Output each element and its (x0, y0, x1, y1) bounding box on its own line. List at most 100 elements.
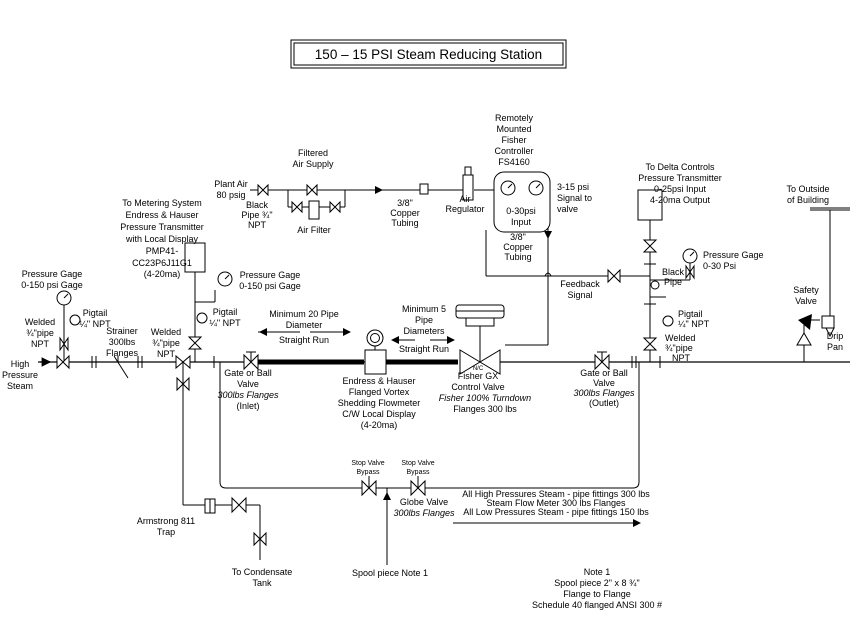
gauge-icon (217, 271, 233, 287)
svg-text:Input: Input (511, 217, 532, 227)
bypass-stop-valves (361, 476, 426, 497)
svg-text:Bypass: Bypass (407, 469, 430, 476)
svg-text:To Condensate: To Condensate (232, 567, 293, 577)
label-drip-pan: Drip Pan (827, 331, 844, 352)
svg-text:¼" NPT: ¼" NPT (79, 319, 111, 329)
label-signal: 3-15 psi Signal to valve (557, 182, 592, 214)
svg-text:CC23P6J11G1: CC23P6J11G1 (132, 258, 192, 268)
svg-text:All High Pressures Steam - pip: All High Pressures Steam - pipe fittings… (462, 489, 650, 499)
svg-text:Globe Valve: Globe Valve (400, 497, 448, 507)
piping (38, 175, 850, 565)
flanges (91, 263, 661, 368)
fisher-controller (493, 171, 551, 233)
svg-text:Stop Valve: Stop Valve (401, 460, 434, 467)
svg-text:3/8": 3/8" (510, 232, 526, 242)
label-filtered-air: Filtered Air Supply (292, 148, 334, 169)
svg-text:Flanged Vortex: Flanged Vortex (349, 387, 410, 397)
svg-text:Pressure Gage: Pressure Gage (240, 270, 301, 280)
svg-text:Shedding Flowmeter: Shedding Flowmeter (338, 398, 421, 408)
svg-text:PMP41-: PMP41- (146, 246, 179, 256)
svg-text:300lbs Flanges: 300lbs Flanges (217, 390, 279, 400)
svg-text:4-20ma Output: 4-20ma Output (650, 195, 711, 205)
label-air-regulator: Air Regulator (445, 194, 484, 214)
label-copper-right: 3/8" Copper Tubing (503, 232, 533, 262)
svg-text:Drip: Drip (827, 331, 844, 341)
svg-text:(4-20ma): (4-20ma) (144, 269, 181, 279)
svg-text:Tubing: Tubing (391, 218, 418, 228)
svg-text:Copper: Copper (503, 242, 533, 252)
svg-text:Flange to Flange: Flange to Flange (563, 589, 631, 599)
gauge-icon (56, 290, 72, 306)
label-outside: To Outside of Building (786, 184, 829, 205)
svg-text:(4-20ma): (4-20ma) (361, 420, 398, 430)
svg-text:¾"pipe: ¾"pipe (26, 328, 54, 338)
label-black-pipe: Black Pipe ¾" NPT (241, 200, 272, 230)
label-gate-outlet: Gate or Ball Valve 300lbs Flanges (Outle… (573, 368, 635, 408)
svg-text:Minimum 5: Minimum 5 (402, 304, 446, 314)
svg-text:¾"pipe: ¾"pipe (152, 338, 180, 348)
svg-text:Fisher 100% Turndown: Fisher 100% Turndown (439, 393, 531, 403)
gate-valve-outlet (594, 351, 610, 371)
fisher-control-valve (455, 304, 505, 375)
svg-text:Pressure Transmitter: Pressure Transmitter (638, 173, 722, 183)
mid-small-valves (175, 336, 203, 392)
svg-text:Safety: Safety (793, 285, 819, 295)
svg-text:Endress & Hauser: Endress & Hauser (125, 210, 198, 220)
svg-text:High: High (11, 359, 30, 369)
label-pigtail-left: Pigtail ¼" NPT (79, 308, 111, 329)
svg-text:Pigtail: Pigtail (83, 308, 108, 318)
svg-text:0-30 Psi: 0-30 Psi (703, 261, 736, 271)
svg-text:Straight Run: Straight Run (399, 344, 449, 354)
label-flowmeter: Endress & Hauser Flanged Vortex Shedding… (338, 376, 421, 430)
pressure-transmitter-delta (637, 189, 663, 221)
svg-text:0-150 psi Gage: 0-150 psi Gage (239, 281, 301, 291)
svg-text:with Local Display: with Local Display (125, 234, 199, 244)
svg-text:Filtered: Filtered (298, 148, 328, 158)
svg-text:Valve: Valve (237, 379, 259, 389)
label-safety-valve: Safety Valve (793, 285, 819, 306)
svg-text:Pipe: Pipe (664, 277, 682, 287)
svg-text:Air: Air (460, 194, 471, 204)
svg-text:Flanges: Flanges (106, 348, 139, 358)
svg-text:Bypass: Bypass (357, 469, 380, 476)
label-feedback: Feedback Signal (560, 279, 600, 300)
svg-text:Note 1: Note 1 (584, 567, 611, 577)
vortex-flowmeter (364, 329, 387, 375)
svg-text:3-15 psi: 3-15 psi (557, 182, 589, 192)
label-air-filter: Air Filter (297, 225, 331, 235)
svg-text:Pressure Gage: Pressure Gage (703, 250, 764, 260)
svg-text:Tank: Tank (252, 578, 272, 588)
svg-text:Signal to: Signal to (557, 193, 592, 203)
svg-text:Pressure Transmitter: Pressure Transmitter (120, 222, 204, 232)
svg-text:Valve: Valve (593, 378, 615, 388)
svg-text:Strainer: Strainer (106, 326, 138, 336)
svg-text:Endress & Hauser: Endress & Hauser (342, 376, 415, 386)
right-small-valves (607, 239, 695, 351)
svg-text:Steam: Steam (7, 381, 33, 391)
label-condensate: To Condensate Tank (232, 567, 293, 588)
svg-text:Diameter: Diameter (286, 320, 323, 330)
label-pigtail-mid: Pigtail ¼" NPT (209, 307, 241, 328)
svg-text:80 psig: 80 psig (216, 190, 245, 200)
svg-text:Signal: Signal (567, 290, 592, 300)
svg-text:Minimum 20 Pipe: Minimum 20 Pipe (269, 309, 339, 319)
svg-text:Diameters: Diameters (403, 326, 445, 336)
svg-text:Plant Air: Plant Air (214, 179, 248, 189)
svg-text:NPT: NPT (31, 339, 50, 349)
svg-text:Pigtail: Pigtail (678, 309, 703, 319)
svg-text:FS4160: FS4160 (498, 157, 530, 167)
label-stop-left: Stop Valve Bypass (351, 460, 384, 476)
svg-text:Straight Run: Straight Run (279, 335, 329, 345)
label-plant-air: Plant Air 80 psig (214, 179, 248, 200)
label-pigtail-right: Pigtail ¼" NPT (678, 309, 710, 329)
gate-valve-inlet (243, 351, 259, 371)
svg-text:of Building: of Building (787, 195, 829, 205)
svg-text:Copper: Copper (390, 208, 420, 218)
svg-text:0-25psi Input: 0-25psi Input (654, 184, 707, 194)
label-globe: Globe Valve 300lbs Flanges (393, 497, 455, 518)
svg-text:To Delta Controls: To Delta Controls (645, 162, 715, 172)
label-remote-controller: Remotely Mounted Fisher Controller FS416… (494, 113, 533, 167)
svg-text:Schedule 40 flanged ANSI 300 #: Schedule 40 flanged ANSI 300 # (532, 600, 662, 610)
svg-text:Fisher GX: Fisher GX (458, 371, 499, 381)
